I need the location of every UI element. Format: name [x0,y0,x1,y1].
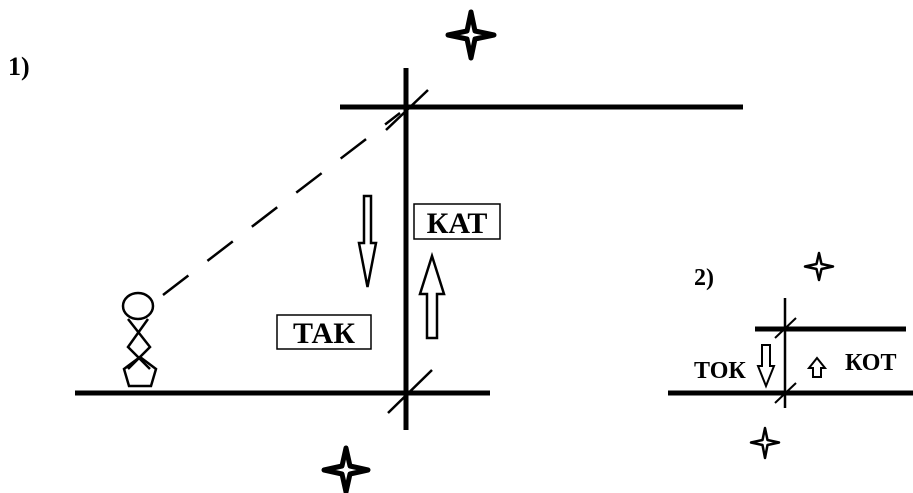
panel-1-bottom-tick-mark [387,369,433,414]
panel-2: 2) ТОК КОТ [668,251,913,460]
four-point-star-icon [321,445,371,493]
panel-1-label-up: КАТ [427,207,488,240]
panel-1-label-up-box: КАТ [413,203,501,240]
four-point-star-icon [803,251,835,282]
four-point-star-icon [445,9,497,61]
arrow-up-icon [418,251,446,340]
panel-1: 1) ТАК [8,9,743,493]
arrow-down-icon [357,194,378,288]
four-point-star-icon [749,426,781,460]
panel-1-number-label: 1) [8,52,30,81]
stick-figure-icon [121,291,158,388]
panel-1-sight-dashed-line [162,112,401,296]
panel-1-label-down-box: ТАК [276,314,372,350]
panel-1-top-tick-mark [385,89,429,131]
panel-2-bottom-tick-mark [774,382,797,404]
panel-2-top-tick-mark [774,317,797,339]
arrow-up-icon [806,356,828,378]
panel-1-label-down: ТАК [293,317,355,350]
panel-2-number-label: 2) [694,265,714,291]
panel-2-label-up: КОТ [845,350,896,376]
panel-2-label-down: ТОК [694,358,746,384]
arrow-down-icon [756,344,776,389]
